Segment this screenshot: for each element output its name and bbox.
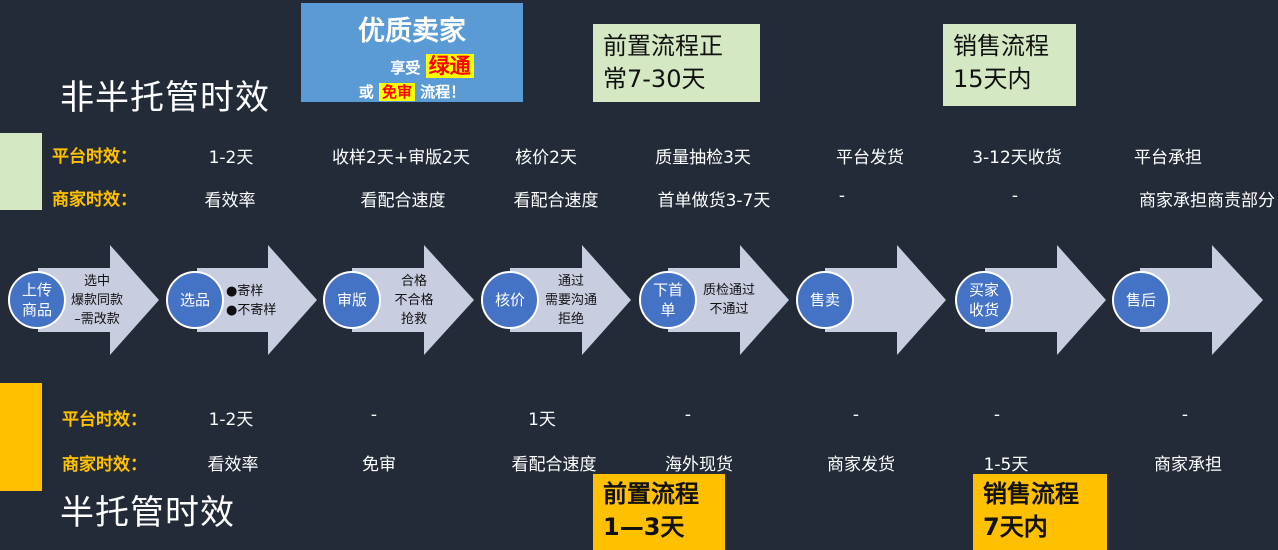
top-merchant-cell: 看效率 [204, 191, 256, 211]
banner-line-2: 享受 绿通 [301, 50, 523, 80]
bottom-sales-process-note: 销售流程 7天内 [973, 474, 1107, 550]
quality-seller-banner: 优质卖家 享受 绿通 或 免审 流程！ [301, 3, 523, 102]
bottom-platform-cell: - [993, 405, 1001, 425]
top-merchant-cell: 商家承担商责部分 [1139, 191, 1275, 211]
process-arrow [38, 245, 159, 355]
top-platform-cell: 1-2天 [208, 148, 254, 168]
bottom-merchant-label: 商家时效： [62, 455, 147, 475]
top-platform-label: 平台时效： [52, 147, 137, 167]
bottom-platform-label: 平台时效： [62, 410, 147, 430]
top-sales-process-note: 销售流程 15天内 [943, 24, 1076, 106]
bottom-merchant-cell: 商家发货 [827, 455, 895, 475]
top-pre-process-note: 前置流程正 常7-30天 [593, 24, 760, 102]
top-platform-cell: 平台发货 [836, 148, 904, 168]
banner-line-3: 或 免审 流程！ [358, 83, 466, 101]
top-platform-cell: 质量抽检3天 [655, 148, 751, 168]
process-arrow [668, 245, 789, 355]
process-arrow [1140, 245, 1263, 355]
bottom-platform-cell: 1天 [528, 410, 556, 430]
process-arrow [985, 245, 1106, 355]
bottom-platform-cell: - [1181, 405, 1189, 425]
bottom-merchant-cell: 海外现货 [665, 455, 733, 475]
bottom-merchant-cell: 1-5天 [983, 455, 1029, 475]
step-1-notes: 选中 爆款同款 –需改款 [70, 274, 123, 327]
bottom-platform-cell: 1-2天 [208, 410, 254, 430]
step-review-sample: 审版 [323, 271, 381, 329]
step-5-notes: 质检通过 不通过 [702, 283, 755, 317]
top-merchant-cell: - [838, 186, 846, 206]
bottom-platform-cell: - [370, 405, 378, 425]
top-merchant-cell: - [1011, 186, 1019, 206]
top-platform-cell: 3-12天收货 [972, 148, 1062, 168]
step-sale: 售卖 [796, 271, 854, 329]
top-section-marker [0, 133, 42, 210]
step-upload-product: 上传商品 [8, 271, 66, 329]
process-arrow [510, 245, 631, 355]
banner-headline: 优质卖家 [358, 16, 466, 47]
non-semi-managed-title: 非半托管时效 [60, 78, 270, 118]
step-price-check: 核价 [481, 271, 539, 329]
top-platform-cell: 平台承担 [1134, 148, 1202, 168]
step-4-notes: 通过 需要沟通 拒绝 [544, 274, 597, 327]
top-merchant-cell: 看配合速度 [513, 191, 599, 211]
bottom-merchant-cell: 免审 [362, 455, 396, 475]
top-platform-cell: 核价2天 [515, 148, 577, 168]
step-select-product: 选品 [166, 271, 224, 329]
review-exempt-highlight: 免审 [378, 83, 415, 101]
bottom-platform-cell: - [684, 405, 692, 425]
process-arrow [825, 245, 946, 355]
green-channel-highlight: 绿通 [425, 54, 474, 78]
bottom-pre-process-note: 前置流程 1—3天 [593, 474, 725, 550]
step-3-notes: 合格 不合格 抢救 [394, 274, 434, 327]
step-first-order: 下首单 [639, 271, 697, 329]
process-arrow [197, 245, 317, 355]
bottom-merchant-cell: 看配合速度 [511, 455, 597, 475]
top-merchant-label: 商家时效： [52, 190, 137, 210]
step-after-sales: 售后 [1112, 271, 1170, 329]
top-merchant-cell: 看配合速度 [360, 191, 446, 211]
step-2-notes: ●寄样 ●不寄样 [226, 284, 277, 318]
semi-managed-title: 半托管时效 [60, 493, 235, 533]
bottom-platform-cell: - [852, 405, 860, 425]
bottom-merchant-cell: 商家承担 [1154, 455, 1222, 475]
process-arrow [352, 245, 474, 355]
bottom-section-marker [0, 383, 42, 491]
step-buyer-receipt: 买家收货 [955, 271, 1013, 329]
bottom-merchant-cell: 看效率 [207, 455, 259, 475]
top-merchant-cell: 首单做货3-7天 [657, 191, 771, 211]
top-platform-cell: 收样2天+审版2天 [332, 148, 470, 168]
